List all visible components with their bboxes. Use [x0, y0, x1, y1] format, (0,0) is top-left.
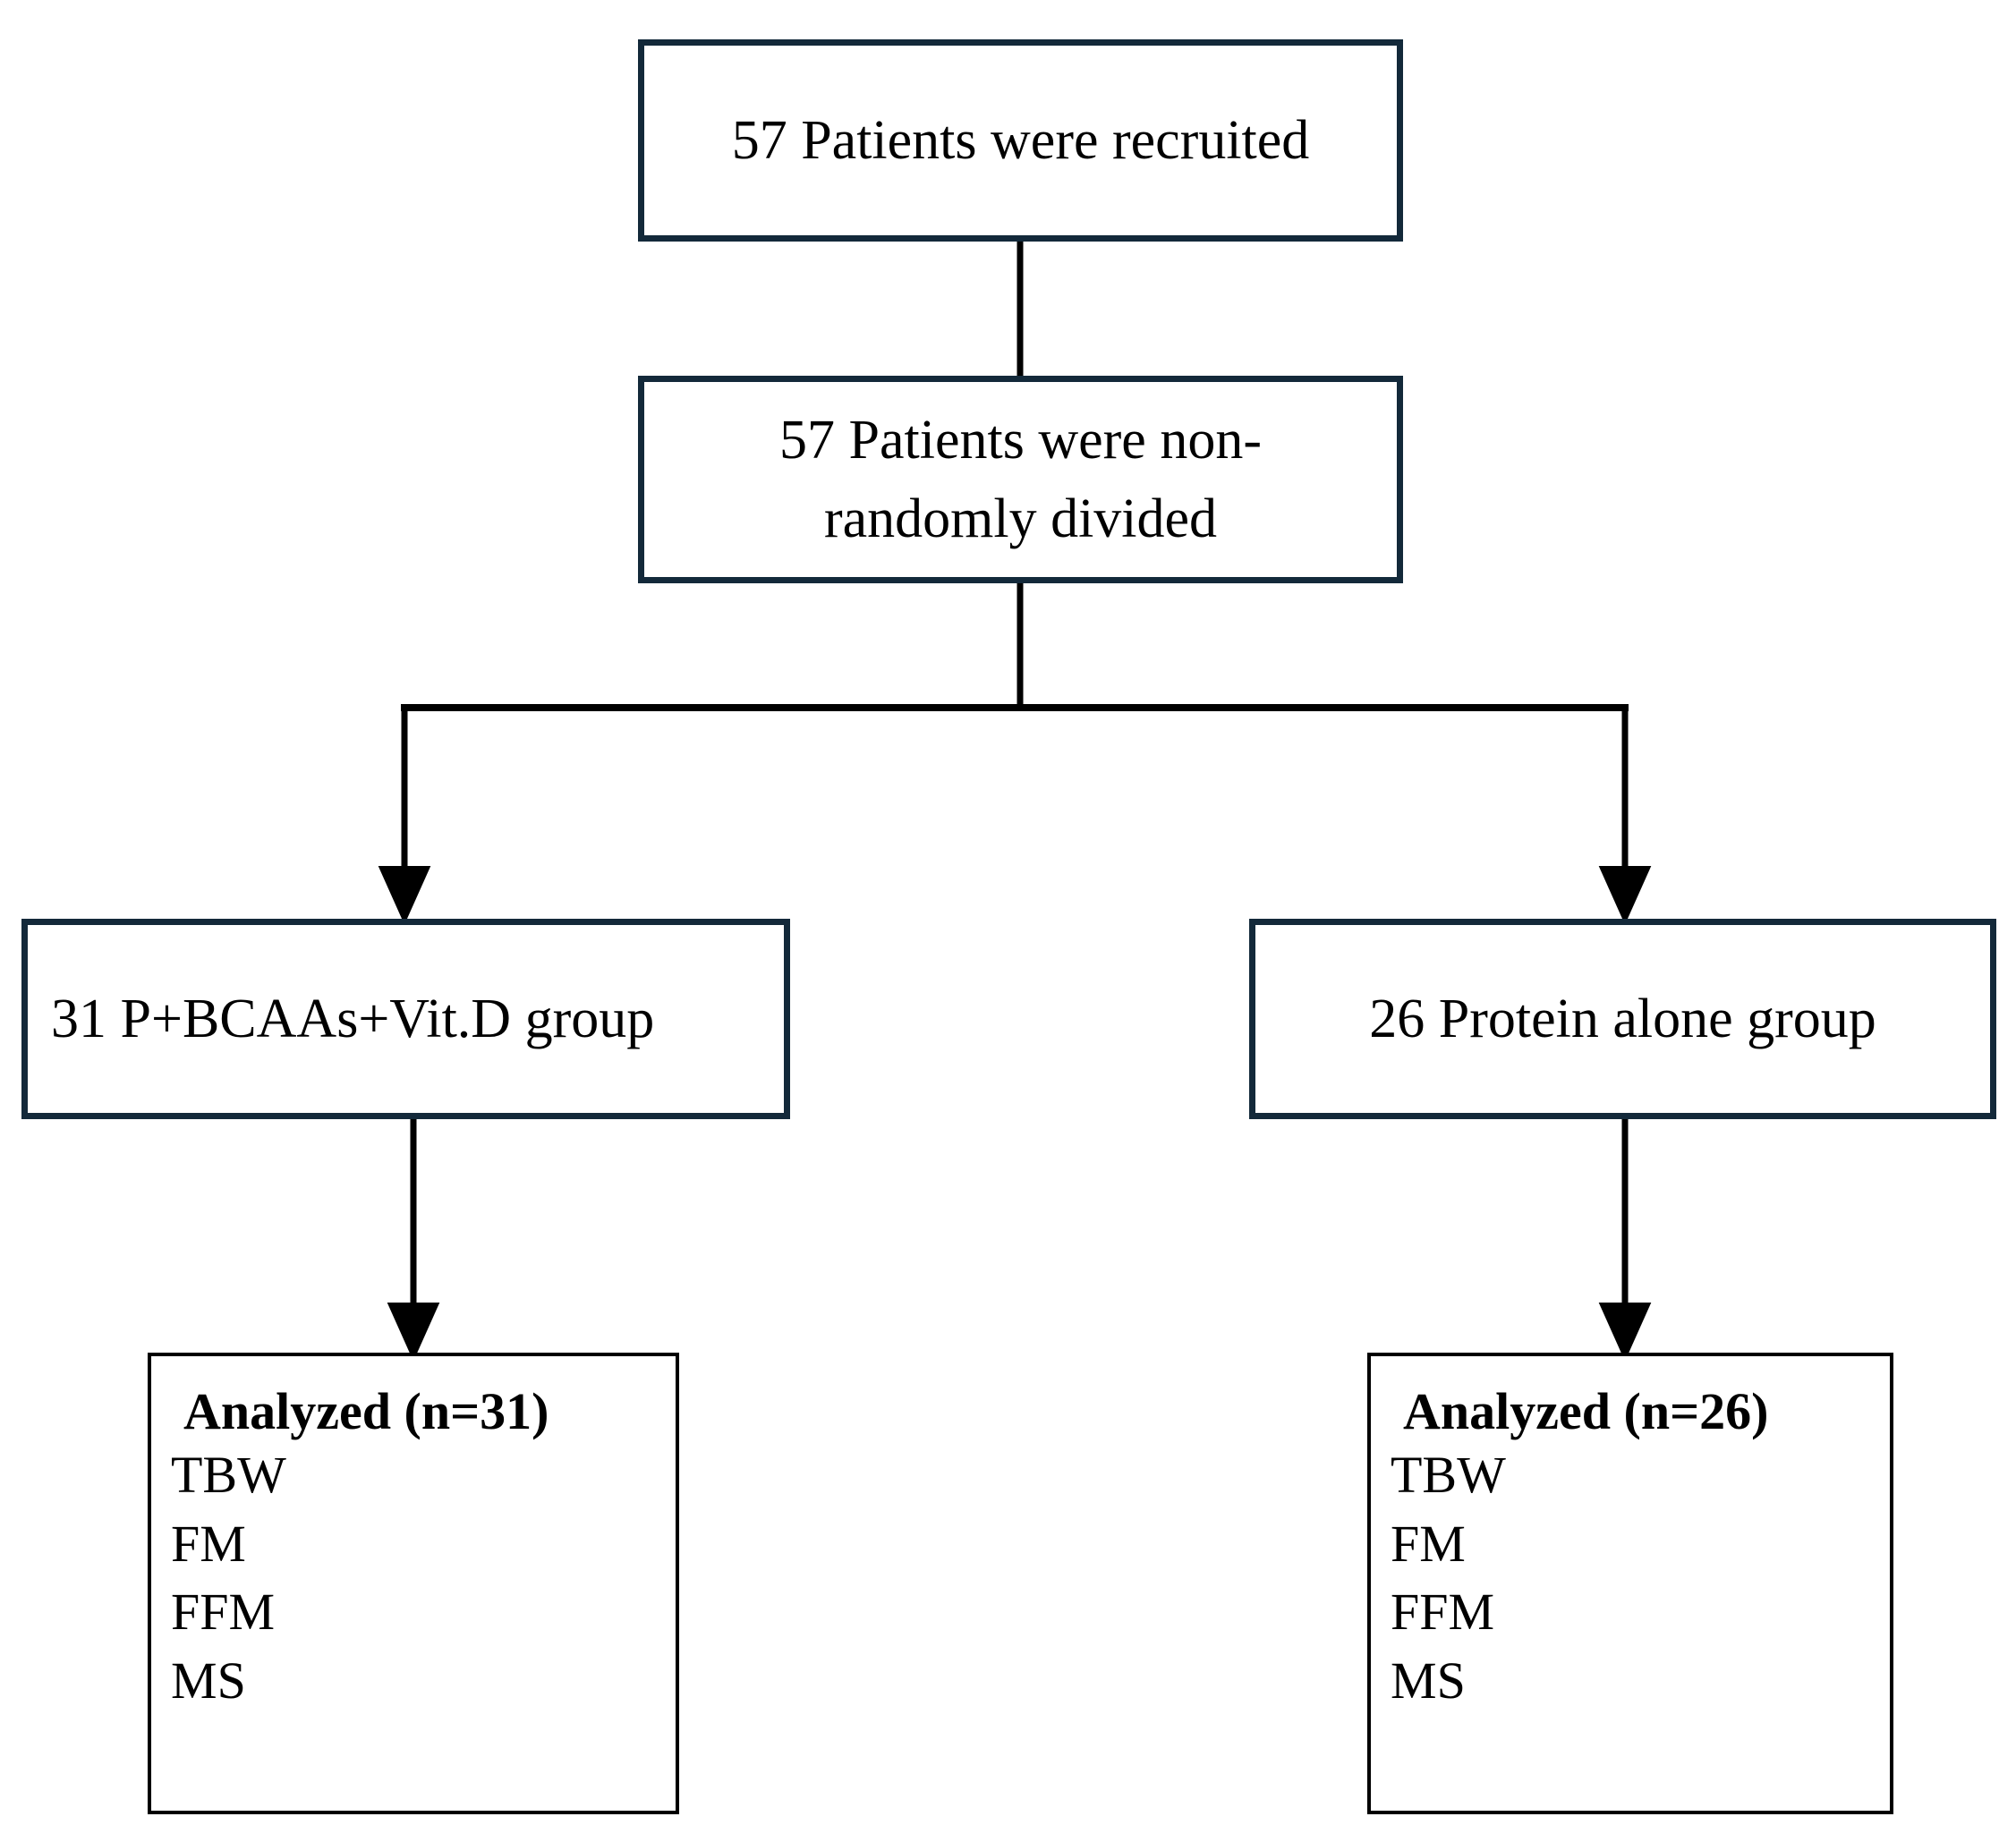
analyzed-left-outcome-fm: FM	[171, 1514, 246, 1573]
analyzed-right-outcome-ffm: FFM	[1391, 1583, 1495, 1642]
node-group-left-box: 31 P+BCAAs+Vit.D group	[21, 919, 790, 1119]
analyzed-left-outcome-ffm: FFM	[171, 1583, 276, 1642]
node-recruited-label: 57 Patients were recruited	[731, 109, 1310, 171]
analyzed-left-outcome-ms: MS	[171, 1651, 246, 1710]
analyzed-right-outcome-ms: MS	[1391, 1651, 1466, 1710]
node-group-left-label: 31 P+BCAAs+Vit.D group	[51, 988, 655, 1049]
analyzed-right-body: Analyzed (n=26) TBW FM FFM MS	[1371, 1356, 1890, 1715]
node-divided-label-line2: randomly divided	[823, 488, 1218, 549]
node-divided-label: 57 Patients were non- randomly divided	[644, 401, 1397, 558]
analyzed-left-body: Analyzed (n=31) TBW FM FFM MS	[151, 1356, 676, 1715]
analyzed-right-outcome-fm: FM	[1391, 1514, 1466, 1573]
analyzed-right-outcome-tbw: TBW	[1391, 1445, 1506, 1504]
analyzed-left-outcome-tbw: TBW	[171, 1445, 286, 1504]
node-analyzed-left-box: Analyzed (n=31) TBW FM FFM MS	[148, 1353, 679, 1814]
node-divided-label-line1: 57 Patients were non-	[779, 409, 1262, 471]
node-group-right-box: 26 Protein alone group	[1249, 919, 1996, 1119]
analyzed-right-title: Analyzed (n=26)	[1403, 1382, 1769, 1440]
node-divided-box: 57 Patients were non- randomly divided	[638, 376, 1403, 583]
node-analyzed-right-box: Analyzed (n=26) TBW FM FFM MS	[1367, 1353, 1893, 1814]
analyzed-left-title: Analyzed (n=31)	[183, 1382, 549, 1440]
node-group-right-label: 26 Protein alone group	[1369, 988, 1876, 1049]
node-recruited-box: 57 Patients were recruited	[638, 39, 1403, 242]
